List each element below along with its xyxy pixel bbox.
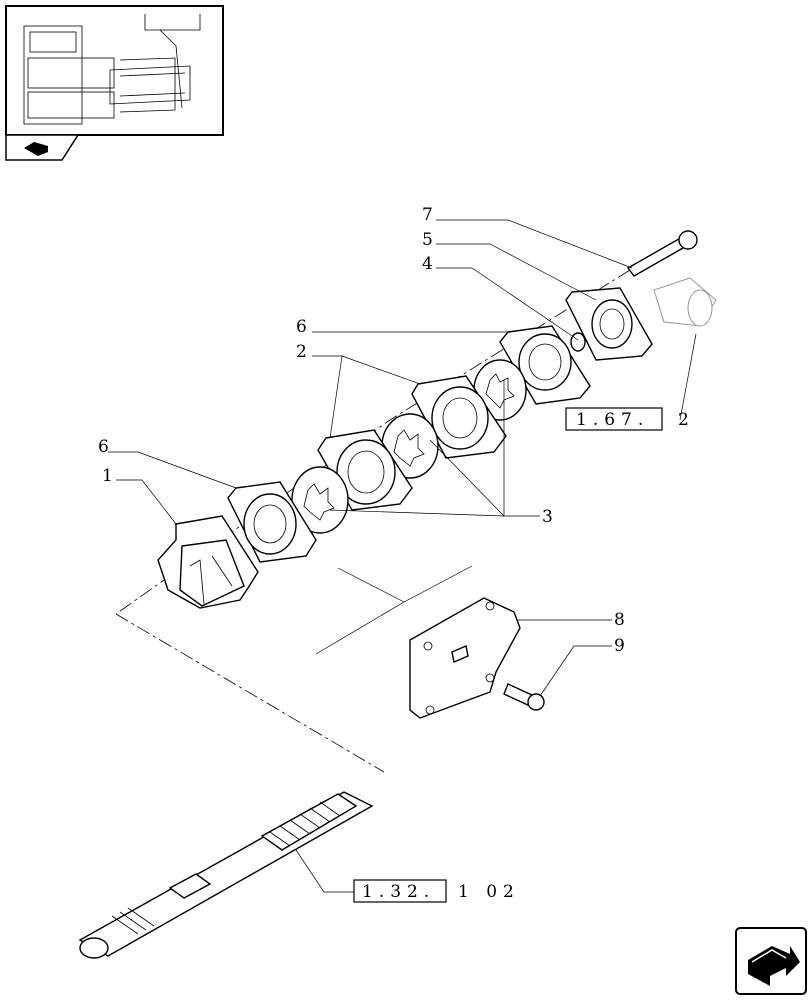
- part-7-bolt: [626, 230, 698, 277]
- callout-3: 3: [542, 507, 553, 527]
- part-6-plate-bottom: [227, 481, 317, 563]
- navigate-arrow-icon[interactable]: [735, 927, 807, 995]
- callout-6-bottom: 6: [98, 437, 109, 457]
- reference-sleeve: [653, 277, 717, 327]
- callout-1: 1: [102, 466, 113, 486]
- leader-lines: [108, 219, 697, 893]
- callout-6-top: 6: [296, 317, 307, 337]
- reference-1-67-2[interactable]: 1.67. 2: [565, 407, 689, 431]
- callout-9: 9: [614, 636, 625, 656]
- callout-5: 5: [422, 230, 433, 250]
- part-1-housing: [157, 515, 259, 609]
- assembly-thumbnail-icon[interactable]: [5, 5, 224, 161]
- part-9-screw: [503, 683, 545, 711]
- output-shaft: [78, 791, 374, 959]
- callout-8: 8: [614, 610, 625, 630]
- callout-4: 4: [422, 254, 433, 274]
- reference-1-32-suffix: 1 02: [458, 882, 520, 902]
- part-3-disc-lower: [291, 466, 349, 534]
- callout-7: 7: [422, 205, 433, 225]
- part-6-plate-top: [499, 325, 591, 405]
- part-8-cover: [409, 597, 521, 719]
- part-4-clip: [570, 332, 586, 352]
- reference-1-67-suffix: 2: [678, 410, 689, 430]
- callout-2: 2: [296, 342, 307, 362]
- reference-1-32-1-02[interactable]: 1.32. 1 02: [353, 879, 520, 903]
- reference-1-32-label: 1.32.: [362, 882, 435, 902]
- reference-1-67-label: 1.67.: [576, 410, 649, 430]
- part-5-support: [565, 287, 653, 361]
